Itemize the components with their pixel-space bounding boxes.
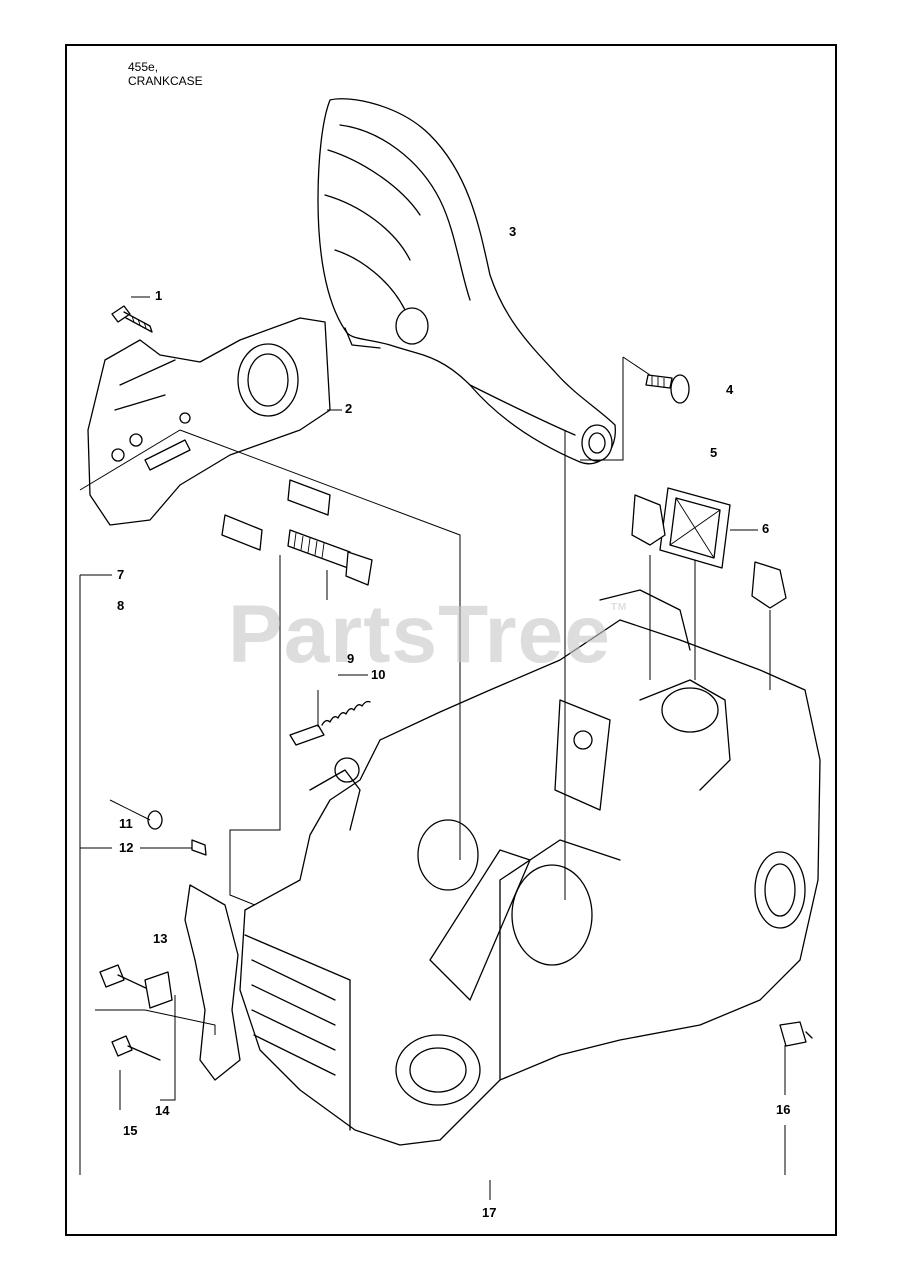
diagram-frame (65, 44, 837, 1236)
callout-4[interactable]: 4 (726, 382, 734, 397)
callout-10[interactable]: 10 (371, 667, 386, 682)
watermark-tm: TM (610, 602, 628, 613)
model-label: 455e, (128, 60, 159, 74)
section-label: CRANKCASE (128, 74, 203, 88)
diagram-title: 455e, CRANKCASE (128, 60, 203, 88)
callout-15[interactable]: 15 (123, 1123, 138, 1138)
pins-and-bolt (221, 479, 373, 586)
callout-6[interactable]: 6 (762, 521, 770, 536)
gasket-part-13 (184, 884, 241, 1081)
filter-part-6 (659, 487, 731, 569)
callout-17[interactable]: 17 (482, 1205, 497, 1220)
watermark: PartsTreeTM (228, 588, 627, 682)
callout-5[interactable]: 5 (710, 445, 718, 460)
callout-12[interactable]: 12 (119, 840, 134, 855)
callout-7[interactable]: 7 (117, 567, 125, 582)
bracket-and-screw (99, 964, 173, 1061)
connector-parts (631, 494, 787, 609)
crankcase-body-part-17 (239, 589, 821, 1146)
screw-1 (111, 305, 153, 333)
callout-1[interactable]: 1 (155, 288, 163, 303)
callout-2[interactable]: 2 (345, 401, 353, 416)
callout-11[interactable]: 11 (119, 816, 133, 831)
callout-9[interactable]: 9 (347, 651, 355, 666)
top-handle-part (317, 98, 616, 465)
nut-and-screw (147, 810, 207, 856)
callout-14[interactable]: 14 (155, 1103, 170, 1118)
callout-16[interactable]: 16 (776, 1102, 791, 1117)
screw-4 (645, 374, 690, 404)
spring-and-key (289, 700, 371, 746)
fitting-part-16 (779, 1021, 813, 1047)
callout-13[interactable]: 13 (153, 931, 168, 946)
side-plate-part (87, 317, 331, 526)
leader-lines (79, 296, 786, 1200)
callout-3[interactable]: 3 (509, 224, 517, 239)
callout-8[interactable]: 8 (117, 598, 125, 613)
watermark-text: PartsTree (228, 589, 611, 680)
